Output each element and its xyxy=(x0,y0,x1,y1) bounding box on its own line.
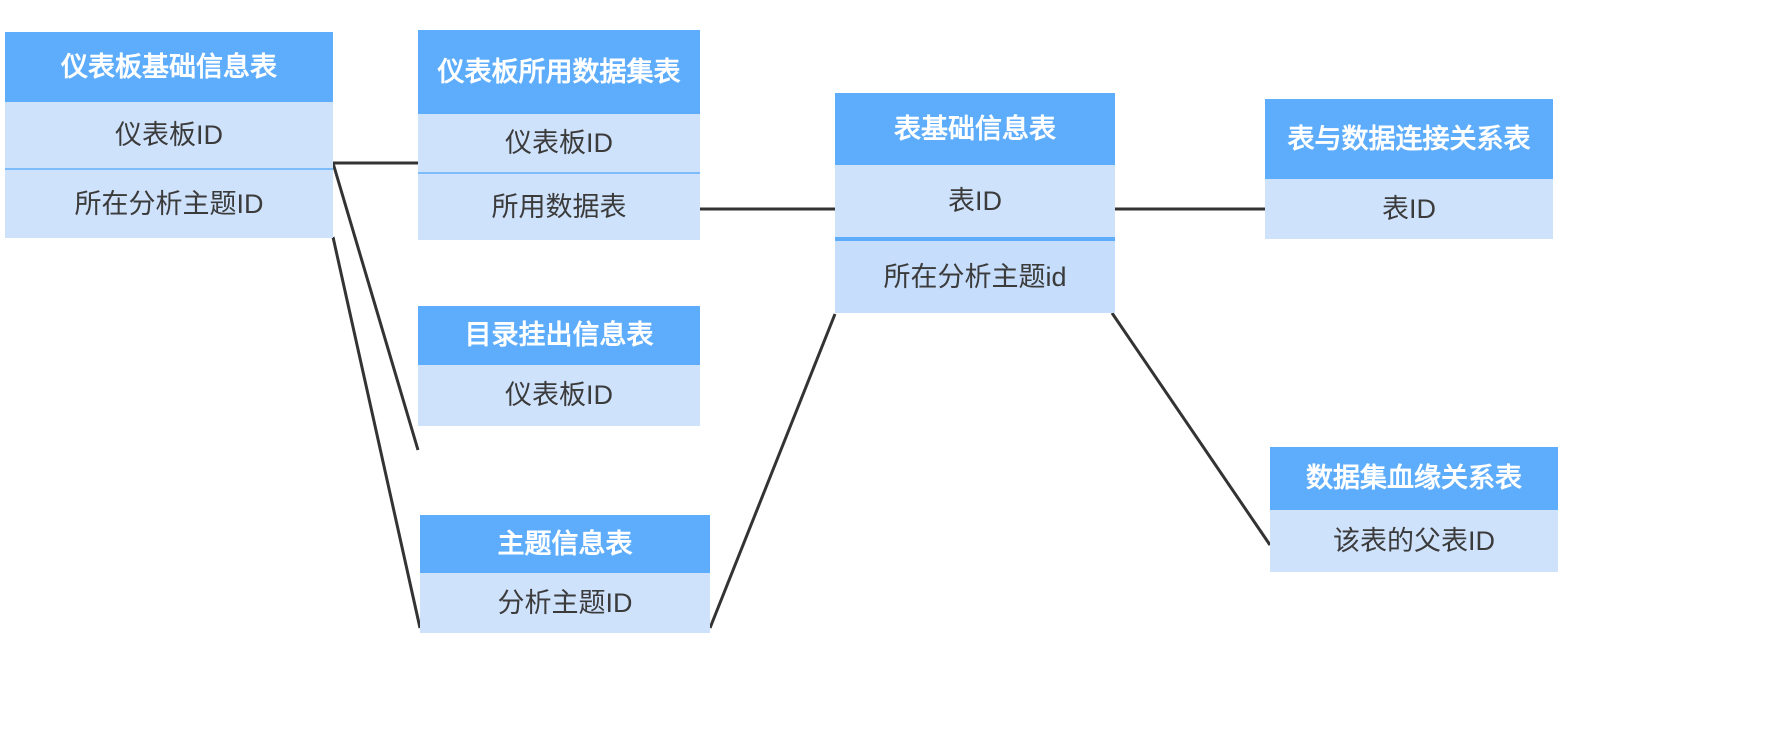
entity-table-connection[interactable]: 表与数据连接关系表 表ID xyxy=(1265,99,1553,239)
entity-header-table-base: 表基础信息表 xyxy=(835,93,1115,165)
entity-field-table-base-1[interactable]: 所在分析主题id xyxy=(835,237,1115,313)
entity-field-dataset-lineage-0[interactable]: 该表的父表ID xyxy=(1270,510,1558,572)
entity-subject-info[interactable]: 主题信息表 分析主题ID xyxy=(420,515,710,633)
entity-field-dashboard-base-0[interactable]: 仪表板ID xyxy=(5,102,333,168)
entity-header-dashboard-base: 仪表板基础信息表 xyxy=(5,32,333,102)
entity-field-dashboard-base-1[interactable]: 所在分析主题ID xyxy=(5,168,333,238)
entity-header-dataset-lineage: 数据集血缘关系表 xyxy=(1270,447,1558,510)
edge-dashboardbase-to-catalogpublish xyxy=(331,162,420,451)
entity-field-catalog-publish-0[interactable]: 仪表板ID xyxy=(418,365,700,426)
entity-field-table-connection-0[interactable]: 表ID xyxy=(1265,179,1553,239)
edge-dashboardbase-to-subjectinfo xyxy=(331,236,422,629)
entity-header-catalog-publish: 目录挂出信息表 xyxy=(418,306,700,365)
entity-catalog-publish[interactable]: 目录挂出信息表 仪表板ID xyxy=(418,306,700,426)
entity-field-subject-info-0[interactable]: 分析主题ID xyxy=(420,573,710,633)
entity-field-dashboard-dataset-1[interactable]: 所用数据表 xyxy=(418,172,700,240)
edge-tablebase-to-datasetlineage xyxy=(1110,312,1272,546)
entity-field-dashboard-dataset-0[interactable]: 仪表板ID xyxy=(418,114,700,172)
entity-header-subject-info: 主题信息表 xyxy=(420,515,710,573)
entity-header-table-connection: 表与数据连接关系表 xyxy=(1265,99,1553,179)
entity-table-base[interactable]: 表基础信息表 表ID 所在分析主题id xyxy=(835,93,1115,313)
entity-dashboard-dataset[interactable]: 仪表板所用数据集表 仪表板ID 所用数据表 xyxy=(418,30,700,240)
edge-tablebase-to-subjectinfo xyxy=(708,313,837,629)
entity-field-table-base-0[interactable]: 表ID xyxy=(835,165,1115,237)
entity-dataset-lineage[interactable]: 数据集血缘关系表 该表的父表ID xyxy=(1270,447,1558,572)
entity-header-dashboard-dataset: 仪表板所用数据集表 xyxy=(418,30,700,114)
entity-dashboard-base[interactable]: 仪表板基础信息表 仪表板ID 所在分析主题ID xyxy=(5,32,333,238)
